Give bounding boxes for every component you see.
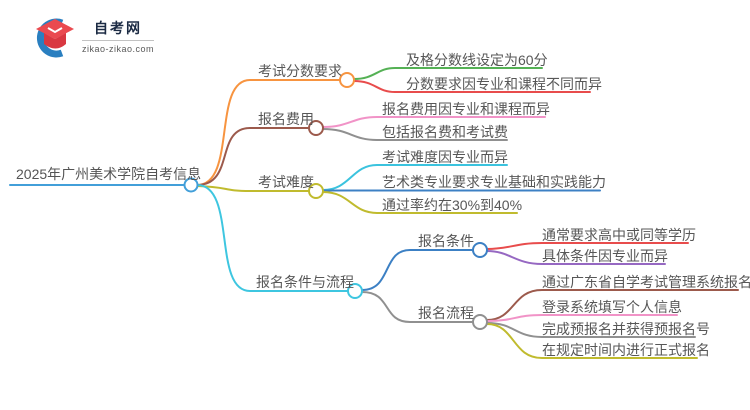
leaf-login-info-label: 登录系统填写个人信息 <box>542 299 682 315</box>
branch-exam-difficulty-label: 考试难度 <box>258 174 314 190</box>
connector-leaf-specific-conditions <box>486 250 666 265</box>
connector-leaf-difficulty-varies <box>322 164 508 191</box>
graduation-cap-fold-icon <box>47 27 63 34</box>
leaf-highschool-requirement-label: 通常要求高中或同等学历 <box>542 227 696 243</box>
leaf-preregister-label: 完成预报名并获得预报名号 <box>542 321 710 337</box>
leaf-score-varies-label: 分数要求因专业和课程不同而异 <box>406 76 602 92</box>
leaf-specific-conditions-label: 具体条件因专业而异 <box>542 248 668 264</box>
connector-leaf-fee-includes <box>322 128 508 141</box>
site-logo: 自考网 zikao-zikao.com <box>28 13 156 59</box>
connector-leaf-formal-register <box>486 323 698 359</box>
connector-leaf-gd-system <box>486 289 739 321</box>
leaf-fee-varies-label: 报名费用因专业和课程而异 <box>382 101 550 117</box>
root-node-label: 2025年广州美术学院自考信息 <box>16 166 202 182</box>
node-circle-reg-conditions <box>472 242 488 258</box>
connector-leaf-pass-rate <box>322 191 518 214</box>
node-circle-fee <box>308 120 324 136</box>
leaf-formal-register-label: 在规定时间内进行正式报名 <box>542 342 710 358</box>
branch-conditions-process-label: 报名条件与流程 <box>256 274 354 290</box>
logo-site-url: zikao-zikao.com <box>81 40 155 54</box>
graduation-cap-base-icon <box>44 33 66 49</box>
logo-site-name: 自考网 <box>94 20 142 36</box>
connector-leaf-login-info <box>486 314 678 322</box>
node-circle-root <box>183 177 199 193</box>
subnode-registration-conditions-label: 报名条件 <box>418 233 474 249</box>
branch-score-requirements-label: 考试分数要求 <box>258 63 342 79</box>
leaf-gd-system-label: 通过广东省自学考试管理系统报名 <box>542 274 750 290</box>
branch-registration-fee-label: 报名费用 <box>258 111 314 127</box>
connector-leaf-pass-line <box>353 67 543 80</box>
leaf-difficulty-varies-label: 考试难度因专业而异 <box>382 149 508 165</box>
subnode-registration-process-label: 报名流程 <box>418 305 474 321</box>
connector-branch-fee <box>196 127 310 186</box>
connector-branch-score <box>196 79 341 186</box>
connector-leaf-score-varies <box>353 80 591 93</box>
leaf-art-majors-label: 艺术类专业要求专业基础和实践能力 <box>382 174 606 190</box>
connector-leaf-preregister <box>486 322 696 338</box>
connector-branch-difficulty <box>196 185 310 192</box>
connector-leaf-fee-varies <box>322 116 546 128</box>
node-circle-score <box>339 72 355 88</box>
node-circle-conditions-process <box>347 283 363 299</box>
node-circle-difficulty <box>308 183 324 199</box>
leaf-fee-includes-label: 包括报名费和考试费 <box>382 124 508 140</box>
logo-text: 自考网 zikao-zikao.com <box>80 18 156 54</box>
node-circle-reg-process <box>472 314 488 330</box>
leaf-pass-line-label: 及格分数线设定为60分 <box>406 52 548 68</box>
connector-subnode-process <box>361 291 474 323</box>
connector-branch-conditions <box>196 184 349 292</box>
connector-subnode-conditions <box>361 249 474 291</box>
logo-icon <box>36 18 74 58</box>
leaf-pass-rate-label: 通过率约在30%到40% <box>382 197 523 213</box>
connector-leaf-highschool <box>486 242 689 250</box>
